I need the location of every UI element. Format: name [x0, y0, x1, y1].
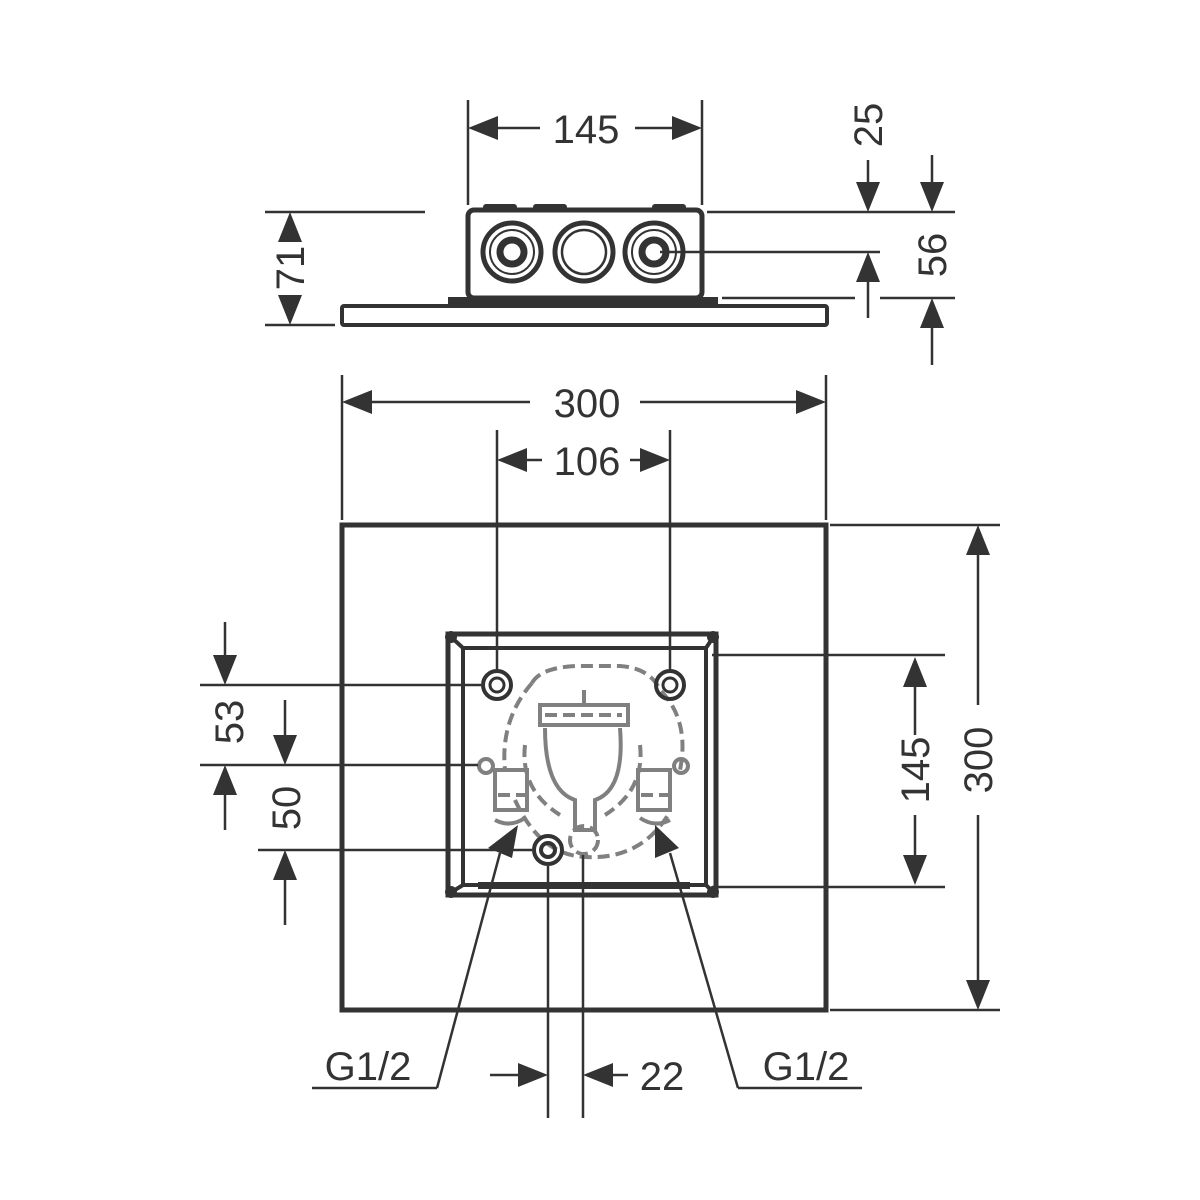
dimension-300-width: 300 — [340, 375, 828, 520]
dimension-145-top: 145 — [466, 100, 704, 205]
outlet-hole — [532, 834, 564, 866]
dimension-label: 300 — [554, 382, 621, 426]
connection-callout-left: G1/2 — [312, 825, 518, 1090]
mounting-hole-right — [654, 669, 686, 701]
cover-plate-side — [340, 304, 829, 327]
dimension-label: 56 — [911, 233, 955, 278]
dimension-label: 145 — [894, 737, 938, 804]
dimension-label: 145 — [553, 108, 620, 152]
dimension-71: 71 — [265, 210, 425, 327]
box-flange — [448, 297, 718, 306]
dimension-label: 25 — [847, 103, 891, 148]
connection-label: G1/2 — [763, 1045, 850, 1089]
box-tab — [533, 204, 567, 211]
dimension-label: 71 — [269, 246, 313, 291]
dimension-label: 106 — [554, 440, 621, 484]
dimension-label: 300 — [957, 727, 1001, 794]
dimension-145-right: 145 — [712, 653, 945, 889]
box-tab — [652, 204, 686, 211]
dimension-53-50: 53 50 — [200, 622, 532, 925]
dimension-label: 53 — [208, 700, 252, 745]
dimension-22: 22 — [490, 855, 684, 1118]
mounting-hole-left — [481, 669, 513, 701]
hidden-valve-outline — [477, 664, 690, 860]
dimension-label: 50 — [265, 786, 309, 831]
box-tab — [483, 204, 517, 211]
connection-label: G1/2 — [325, 1045, 412, 1089]
dimension-25-56: 25 56 — [660, 103, 955, 365]
top-view: 145 71 25 56 — [265, 100, 955, 365]
front-view: 300 106 300 — [200, 375, 1001, 1118]
connection-callout-right: G1/2 — [655, 825, 862, 1090]
dimension-label: 22 — [640, 1055, 685, 1099]
port-center — [552, 220, 616, 284]
dimension-106: 106 — [495, 430, 672, 670]
port-left — [480, 220, 544, 284]
dimension-300-height: 300 — [830, 523, 1001, 1012]
